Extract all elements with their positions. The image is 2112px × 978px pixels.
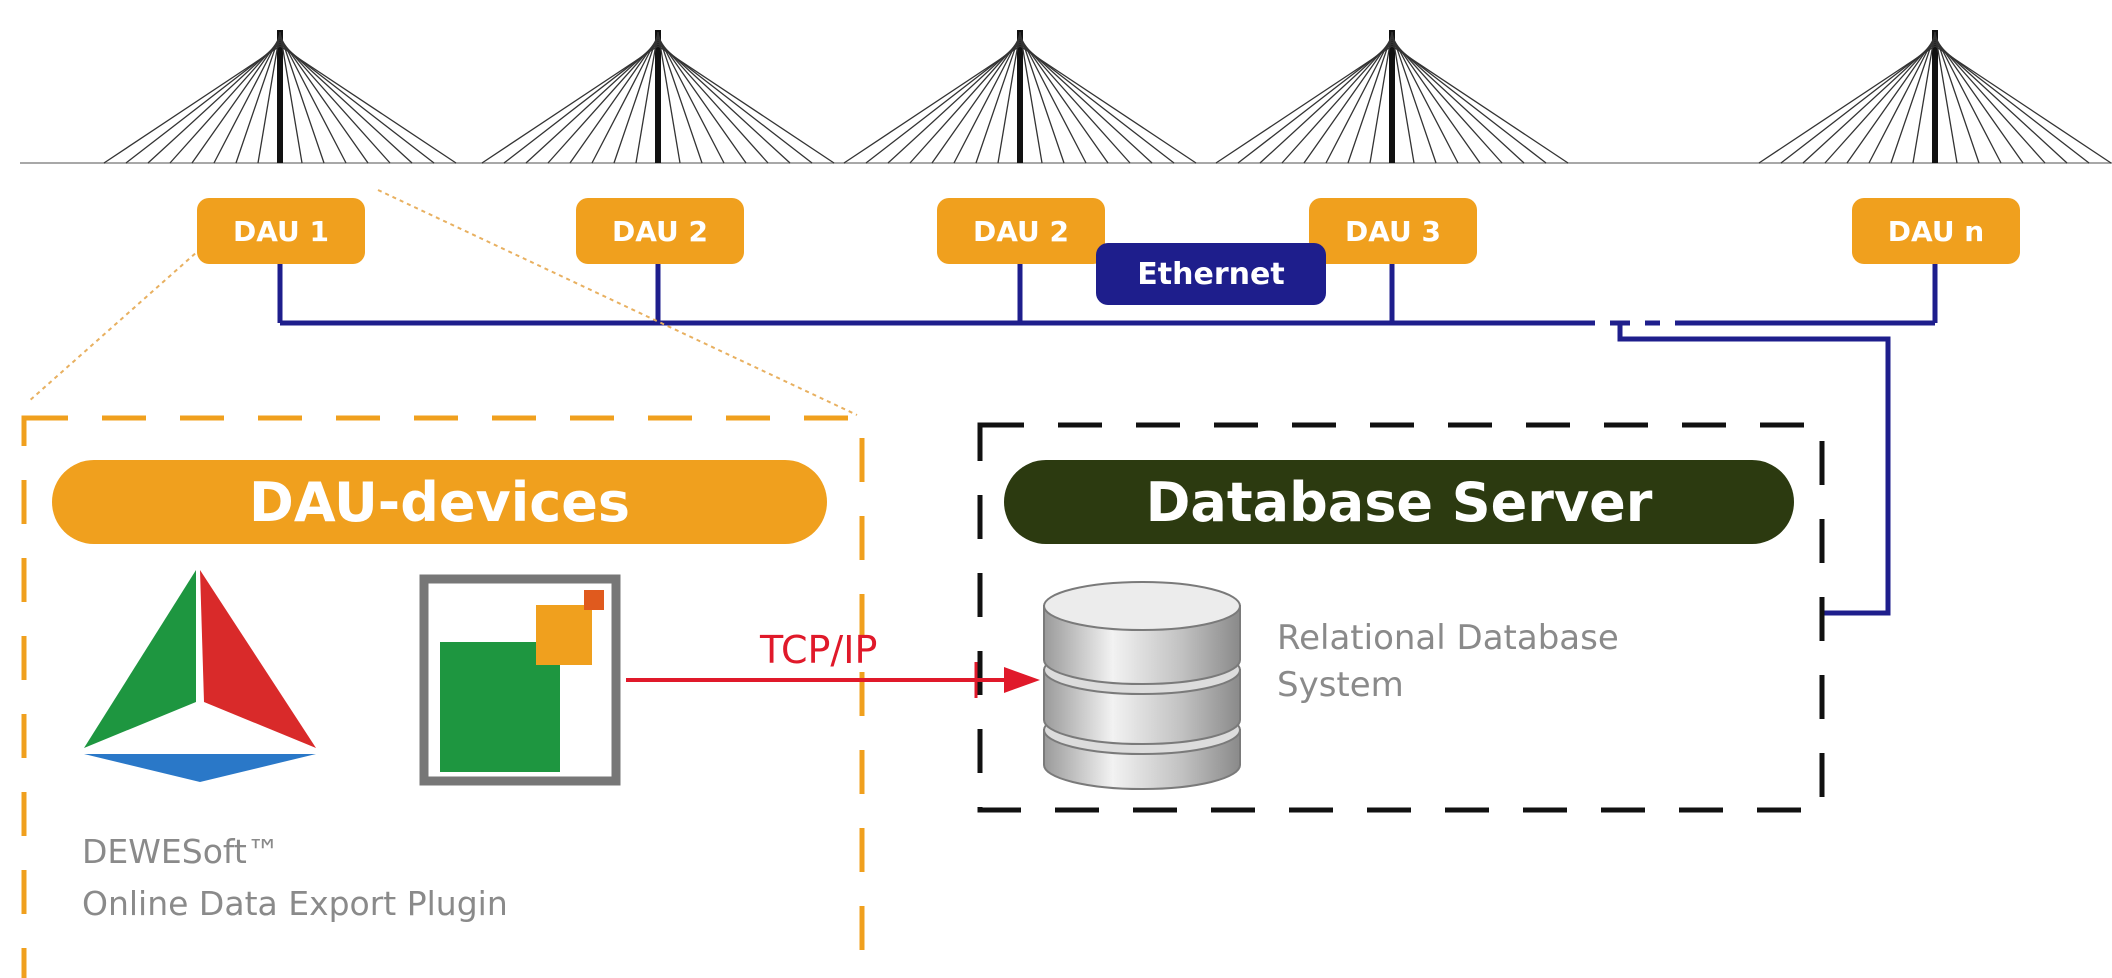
bridge-cable: [657, 45, 835, 164]
bridge-cable: [909, 39, 1021, 164]
bridge-cable: [1934, 33, 1980, 164]
bridge-cable: [887, 41, 1021, 164]
plugin-window-icon: [419, 574, 621, 786]
bridge-cable: [1934, 41, 2068, 164]
plugin-name: Online Data Export Plugin: [82, 884, 508, 923]
bridge-cable: [279, 31, 303, 164]
bridge-cable: [1019, 39, 1131, 164]
bridge-cable: [1391, 37, 1481, 164]
bridge-cable: [1369, 31, 1393, 164]
bridge-cable: [657, 35, 725, 164]
bridge-cable: [1019, 33, 1065, 164]
tcp-ip-arrow: [626, 662, 1040, 698]
bridge-cable: [1934, 37, 2024, 164]
database-server-title: Database Server: [1004, 460, 1794, 544]
bridge-cable: [1019, 31, 1043, 164]
bridge-cable: [1391, 31, 1415, 164]
bridge-cable: [279, 39, 391, 164]
bridge-cable: [1391, 41, 1525, 164]
bridge-cable: [147, 41, 281, 164]
bridge-cable: [1846, 37, 1936, 164]
bridge-cable: [1802, 41, 1936, 164]
bridge-cable: [279, 45, 457, 164]
bridge-cable: [975, 33, 1021, 164]
bridge-cable: [1391, 39, 1503, 164]
bridge-cable: [279, 35, 347, 164]
bridge-cable: [635, 31, 659, 164]
bridge-cable: [1259, 41, 1393, 164]
bridge-cable: [1890, 33, 1936, 164]
cable-stayed-bridge-icon: [103, 30, 2112, 164]
bridge-cable: [657, 31, 681, 164]
bridge-cable: [1019, 35, 1087, 164]
bridge-cable: [1303, 37, 1393, 164]
bridge-cable: [103, 45, 281, 164]
bridge-cable: [1325, 35, 1393, 164]
bridge-cable: [1934, 45, 2112, 164]
database-label-line2: System: [1277, 665, 1404, 705]
zoom-lines: [27, 189, 858, 416]
bridge-cable: [257, 31, 281, 164]
ethernet-label: Ethernet: [1096, 243, 1326, 305]
dau-badge-n: DAU n: [1852, 198, 2020, 264]
database-label-line1: Relational Database: [1277, 618, 1619, 658]
bridge-cable: [657, 33, 703, 164]
bridge-cable: [1391, 33, 1437, 164]
bridge-cable: [931, 37, 1021, 164]
bridge-cable: [1868, 35, 1936, 164]
bridge-cable: [1758, 45, 1936, 164]
bridge-cable: [1019, 45, 1197, 164]
bridge-cable: [569, 37, 659, 164]
dau-badge-4: DAU 3: [1309, 198, 1477, 264]
bridge-cable: [1912, 31, 1936, 164]
bridge-cable: [1824, 39, 1936, 164]
bridge-cable: [1281, 39, 1393, 164]
bridge-cable: [279, 41, 413, 164]
dewesoft-name: DEWESoft™: [82, 832, 280, 871]
bridge-cable: [235, 33, 281, 164]
bridge-cable: [279, 37, 369, 164]
bridge-cable: [1934, 35, 2002, 164]
bridge-cable: [169, 39, 281, 164]
dau-devices-title: DAU-devices: [52, 460, 827, 544]
dau-badge-1: DAU 1: [197, 198, 365, 264]
bridge-cable: [1019, 41, 1153, 164]
ethernet-network-lines: [277, 232, 1938, 616]
dau-devices-panel-border: [21, 415, 865, 978]
bridge-cable: [525, 41, 659, 164]
bridge-cable: [1391, 35, 1459, 164]
bridge-cable: [1019, 37, 1109, 164]
bridge-cable: [279, 33, 325, 164]
bridge-cable: [1391, 45, 1569, 164]
bridge-cable: [843, 45, 1021, 164]
bridge-cable: [191, 37, 281, 164]
bridge-cable: [1934, 39, 2046, 164]
bridge-cable: [591, 35, 659, 164]
database-cylinder-icon: [1043, 581, 1241, 790]
bridge-cable: [1347, 33, 1393, 164]
bridge-cable: [213, 35, 281, 164]
bridge-cable: [613, 33, 659, 164]
bridge-cable: [657, 37, 747, 164]
bridge-cable: [953, 35, 1021, 164]
bridge-cable: [997, 31, 1021, 164]
bridge-cable: [657, 41, 791, 164]
dau-badge-3: DAU 2: [937, 198, 1105, 264]
tcp-ip-label: TCP/IP: [760, 628, 878, 672]
bridge-cable: [1215, 45, 1393, 164]
dau-badge-2: DAU 2: [576, 198, 744, 264]
bridge-cable: [547, 39, 659, 164]
database-server-panel-border: [977, 422, 1825, 813]
dewesoft-logo-icon: [84, 570, 316, 782]
bridge-cable: [1934, 31, 1958, 164]
bridge-cable: [481, 45, 659, 164]
bridge-cable: [657, 39, 769, 164]
